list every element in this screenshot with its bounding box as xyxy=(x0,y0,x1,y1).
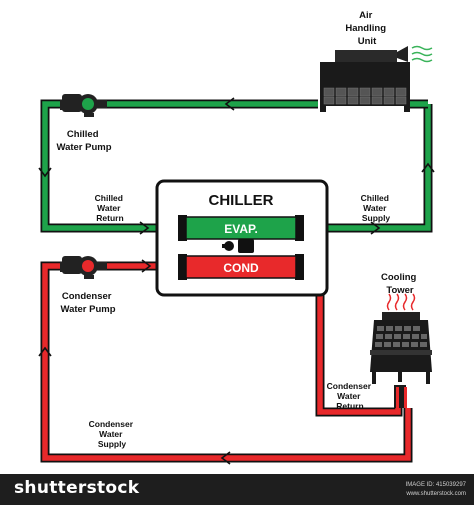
arrow-up-right xyxy=(421,162,435,173)
label-ahu-line2: Handling xyxy=(345,23,386,34)
label-chilled-water-pump: Chilled Water Pump xyxy=(56,129,111,153)
label-cdws-line3: Supply xyxy=(98,439,127,449)
label-cdws-line2: Water xyxy=(99,429,123,439)
label-cwp-line1: Chilled xyxy=(67,129,99,140)
image-id-text: IMAGE ID: 415039297 xyxy=(405,482,466,488)
label-cwp-line2: Water Pump xyxy=(56,142,111,153)
compressor-icon xyxy=(222,239,254,253)
cooling-tower-icon xyxy=(370,293,432,408)
evaporator: EVAP. xyxy=(178,215,304,241)
label-ct-line1: Cooling xyxy=(381,272,417,283)
arrow-right-cond xyxy=(141,259,152,273)
arrow-up-left-cond xyxy=(38,346,52,357)
label-condenser-water-supply: Condenser Water Supply xyxy=(89,419,136,449)
air-handling-unit-icon xyxy=(320,45,433,112)
chiller: CHILLER EVAP. COND xyxy=(155,179,329,297)
label-condenser-water-pump: Condenser Water Pump xyxy=(60,291,115,315)
image-id-block: IMAGE ID: 415039297 www.shutterstock.com xyxy=(406,481,466,499)
condenser-water-pump-icon xyxy=(60,256,107,279)
label-cooling-tower: Cooling Tower xyxy=(381,272,419,296)
label-ct-line2: Tower xyxy=(386,285,414,296)
chilled-water-pump-icon xyxy=(60,94,107,117)
arrow-left-top xyxy=(224,97,235,111)
cond-label: COND xyxy=(223,261,259,275)
arrow-down-left xyxy=(38,167,52,178)
label-cdwr-line1: Condenser xyxy=(327,381,372,391)
label-chilled-water-return: Chilled Water Return xyxy=(95,193,126,223)
arrow-right-supply xyxy=(370,221,381,235)
condenser: COND xyxy=(178,254,304,280)
label-cdwp-line2: Water Pump xyxy=(60,304,115,315)
label-cws-line3: Supply xyxy=(362,213,391,223)
chiller-title: CHILLER xyxy=(209,192,274,209)
label-cwr-line2: Water xyxy=(97,203,121,213)
label-cdws-line1: Condenser xyxy=(89,419,134,429)
label-air-handling-unit: Air Handling Unit xyxy=(345,10,388,47)
label-cwr-line3: Return xyxy=(96,213,123,223)
chilled-water-loop xyxy=(40,99,433,233)
label-chilled-water-supply: Chilled Water Supply xyxy=(361,193,392,223)
label-cdwr-line3: Return xyxy=(336,401,363,411)
label-ahu-line1: Air xyxy=(359,10,373,21)
label-cdwr-line2: Water xyxy=(337,391,361,401)
labels: Air Handling Unit Chilled Water Pump Chi… xyxy=(56,10,419,449)
arrow-left-bottom xyxy=(220,451,231,465)
shutterstock-logo: shutterstock xyxy=(14,478,140,498)
label-cws-line1: Chilled xyxy=(361,193,389,203)
evap-label: EVAP. xyxy=(224,222,258,236)
stock-footer-bar: shutterstock IMAGE ID: 415039297 www.shu… xyxy=(0,474,474,505)
label-ahu-line3: Unit xyxy=(358,36,377,47)
chilled-loop-pipe xyxy=(42,101,431,231)
label-cdwp-line1: Condenser xyxy=(62,291,112,302)
arrow-right-return xyxy=(139,221,150,235)
label-condenser-water-return: Condenser Water Return xyxy=(327,381,374,411)
label-cws-line2: Water xyxy=(363,203,387,213)
site-url-text: www.shutterstock.com xyxy=(406,491,466,497)
flow-arrows xyxy=(38,97,435,465)
label-cwr-line1: Chilled xyxy=(95,193,123,203)
